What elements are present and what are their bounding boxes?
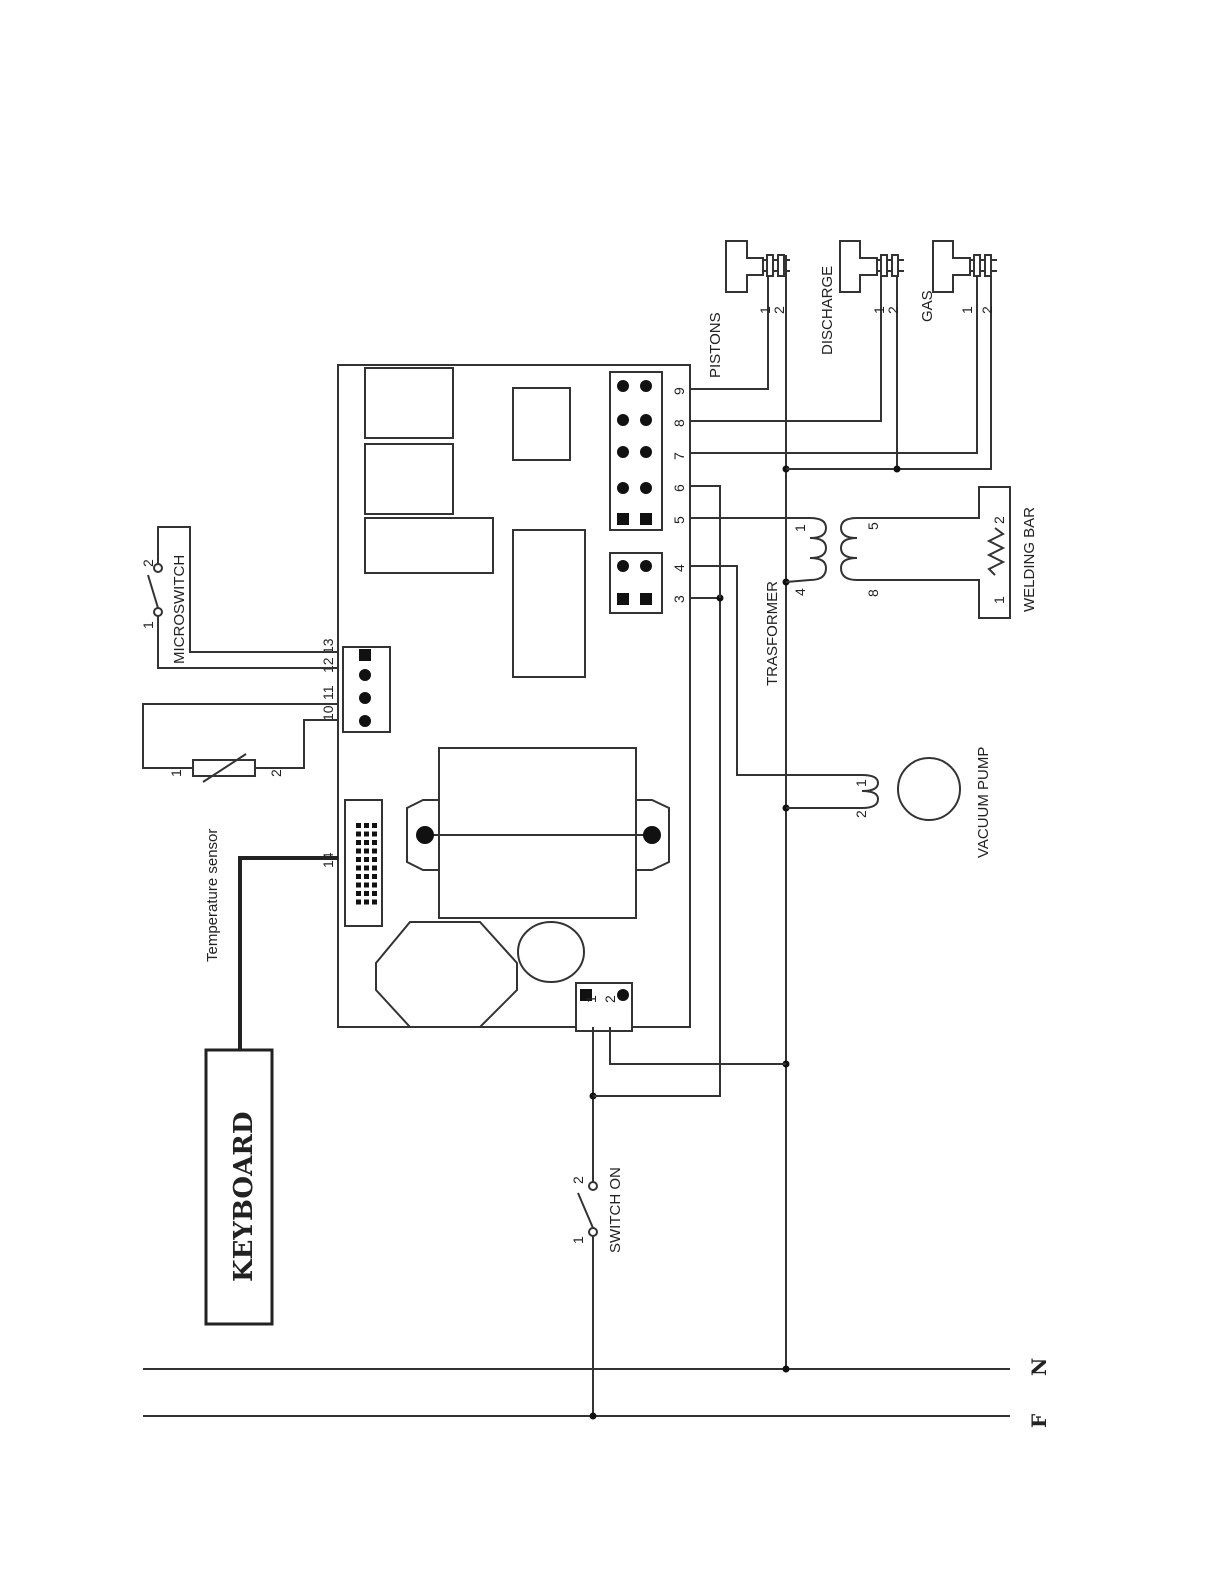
sensor-pin-2: 2: [268, 769, 284, 777]
welding-bar-label: WELDING BAR: [1021, 507, 1038, 612]
keyboard-connector-pin: [356, 823, 361, 828]
terminal-11: 11: [320, 685, 336, 700]
switch-on-pin-1: 1: [570, 1236, 586, 1244]
microswitch-label: MICROSWITCH: [171, 555, 188, 664]
pistons-label: PISTONS: [707, 312, 724, 378]
terminal-6: 6: [671, 484, 687, 492]
keyboard-connector-pin: [356, 840, 361, 845]
keyboard-connector-pin: [356, 832, 361, 837]
terminal-14: 14: [320, 852, 336, 868]
keyboard-connector-pin: [364, 823, 369, 828]
keyboard-connector-pin: [364, 832, 369, 837]
transformer-pin-4: 4: [792, 588, 808, 596]
keyboard-connector-pin: [356, 857, 361, 862]
chip-2: [513, 530, 585, 677]
vacuum-pump-label: VACUUM PUMP: [975, 747, 992, 858]
keyboard-connector-pin: [364, 840, 369, 845]
microswitch-pin-2: 2: [140, 559, 156, 567]
connector-5-9: [610, 372, 662, 530]
keyboard-connector: [345, 800, 382, 926]
terminal-7: 7: [671, 452, 687, 460]
keyboard-connector-pin: [364, 883, 369, 888]
vacuum-pump: 1 2 VACUUM PUMP: [786, 747, 992, 858]
welding-bar: 2 1 WELDING BAR: [857, 487, 1038, 618]
sensor-pin-1: 1: [168, 769, 184, 777]
capacitor: [518, 922, 584, 982]
keyboard-connector-pin: [372, 883, 377, 888]
keyboard-connector-pin: [356, 874, 361, 879]
keyboard-connector-pin: [364, 900, 369, 905]
keyboard-connector-pin: [372, 857, 377, 862]
terminal-4: 4: [671, 564, 687, 572]
transformer-label: TRASFORMER: [764, 581, 781, 686]
pistons-valve: 1 2 PISTONS: [690, 241, 790, 389]
keyboard-connector-pin: [356, 883, 361, 888]
switch-on-pin-2: 2: [570, 1176, 586, 1184]
temperature-sensor-label: Temperature sensor: [204, 829, 221, 962]
connector-10-13: [343, 647, 390, 732]
keyboard-connector-pin: [372, 874, 377, 879]
connector-3-4: [610, 553, 662, 613]
switch-on-label: SWITCH ON: [607, 1167, 624, 1253]
welding-pin-1: 1: [991, 596, 1007, 604]
gas-pin-2: 2: [979, 306, 995, 314]
keyboard-connector-pin: [372, 900, 377, 905]
control-board: [338, 365, 690, 1031]
keyboard-connector-pin: [356, 866, 361, 871]
keyboard-connector-pin: [372, 866, 377, 871]
keyboard-connector-pin: [364, 866, 369, 871]
gas-pin-1: 1: [959, 306, 975, 314]
chip-1: [513, 388, 570, 460]
pistons-pin-2: 2: [771, 306, 787, 314]
microswitch[interactable]: 1 2 MICROSWITCH: [140, 527, 338, 668]
transformer-pin-1: 1: [792, 524, 808, 532]
microswitch-pin-1: 1: [140, 621, 156, 629]
keyboard-connector-pin: [356, 891, 361, 896]
wire-6: [690, 486, 720, 598]
discharge-label: DISCHARGE: [819, 266, 836, 355]
terminal-10: 10: [320, 705, 336, 721]
keyboard: KEYBOARD: [206, 858, 338, 1324]
pump-pin-2: 2: [853, 810, 869, 818]
relay-2: [365, 444, 453, 514]
keyboard-connector-pin: [364, 849, 369, 854]
keyboard-label: KEYBOARD: [229, 1112, 259, 1282]
neutral-label: N: [1027, 1358, 1051, 1376]
terminal-5: 5: [671, 516, 687, 524]
pump-pin-1: 1: [853, 779, 869, 787]
relay-1: [365, 368, 453, 438]
discharge-pin-2: 2: [885, 306, 901, 314]
switch-on[interactable]: 1 2 SWITCH ON: [570, 1167, 624, 1253]
gas-valve: 1 2 GAS: [690, 241, 997, 469]
terminal-8: 8: [671, 419, 687, 427]
power-terminal-1: 1: [583, 995, 599, 1003]
terminal-9: 9: [671, 387, 687, 395]
relay-3: [365, 518, 493, 573]
keyboard-connector-pin: [372, 840, 377, 845]
keyboard-connector-pin: [372, 823, 377, 828]
keyboard-connector-pin: [372, 832, 377, 837]
wire-board-2-to-neutral: [610, 1027, 786, 1064]
mains-lines: N F: [143, 1358, 1051, 1428]
keyboard-connector-pin: [364, 891, 369, 896]
terminal-12: 12: [320, 657, 336, 673]
keyboard-connector-pin: [372, 849, 377, 854]
transformer-pin-8: 8: [865, 589, 881, 597]
transformer-pin-5: 5: [865, 522, 881, 530]
keyboard-connector-pin: [372, 891, 377, 896]
keyboard-connector-pin: [364, 857, 369, 862]
terminal-3: 3: [671, 595, 687, 603]
gas-label: GAS: [919, 290, 936, 322]
keyboard-connector-pin: [356, 849, 361, 854]
board-transformer: [407, 748, 669, 918]
welding-pin-2: 2: [991, 516, 1007, 524]
power-terminal-2: 2: [602, 995, 618, 1003]
keyboard-connector-pin: [356, 900, 361, 905]
phase-label: F: [1027, 1414, 1051, 1428]
keyboard-connector-pin: [364, 874, 369, 879]
power-connector: [576, 983, 632, 1031]
